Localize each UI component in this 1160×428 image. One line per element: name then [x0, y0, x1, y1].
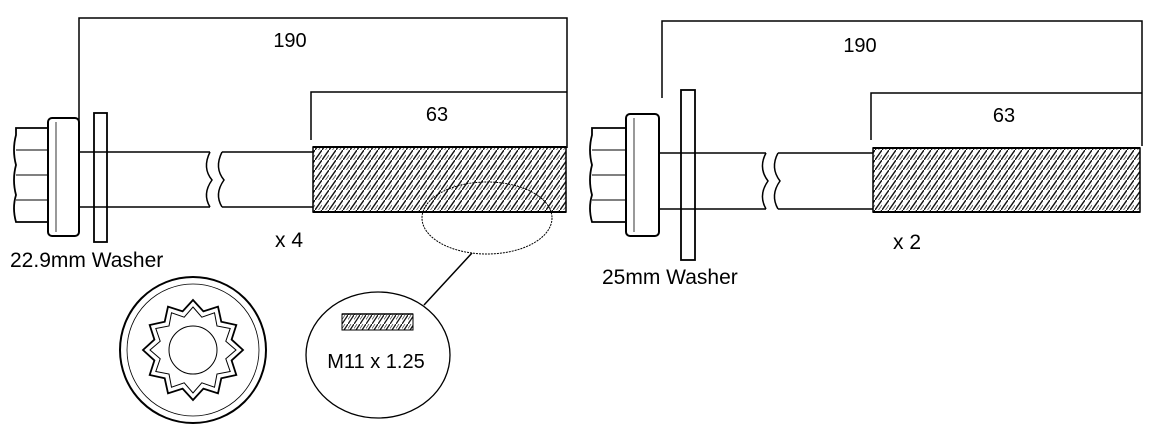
right-washer-label: 25mm Washer: [602, 266, 738, 289]
thread-pitch-magnifier-icon: M11 x 1.25: [305, 291, 451, 419]
right-thread-dimension-line: [870, 92, 1142, 140]
right-threaded-section: [872, 147, 1141, 213]
right-quantity-label: x 2: [893, 231, 921, 254]
right-overall-length-label: 190: [843, 35, 876, 57]
left-washer: [93, 112, 108, 243]
left-bolt: 190 63: [10, 17, 568, 306]
right-bolt: 190 63 25mm Washer x 2: [589, 20, 1143, 289]
right-thread-length-label: 63: [993, 105, 1015, 127]
left-bolt-head: [13, 117, 80, 237]
left-quantity-label: x 4: [275, 229, 303, 252]
left-thread-length-label: 63: [426, 104, 448, 126]
right-shank: [659, 152, 873, 210]
twelve-point-bolt-head-icon: [119, 276, 267, 424]
callout-leader-line: [423, 252, 473, 306]
left-overall-dimension-line: [78, 17, 568, 148]
right-bolt-head: [589, 113, 660, 237]
left-threaded-section: [312, 146, 567, 213]
left-thread-dimension-line: [310, 91, 567, 140]
left-thread-callout-circle: [421, 181, 553, 255]
thread-spec-label: M11 x 1.25: [327, 351, 424, 373]
left-shank: [79, 151, 313, 208]
left-washer-label: 22.9mm Washer: [10, 249, 163, 272]
right-overall-dimension-line: [661, 20, 1143, 146]
right-washer: [680, 89, 696, 261]
left-overall-length-label: 190: [273, 30, 306, 52]
